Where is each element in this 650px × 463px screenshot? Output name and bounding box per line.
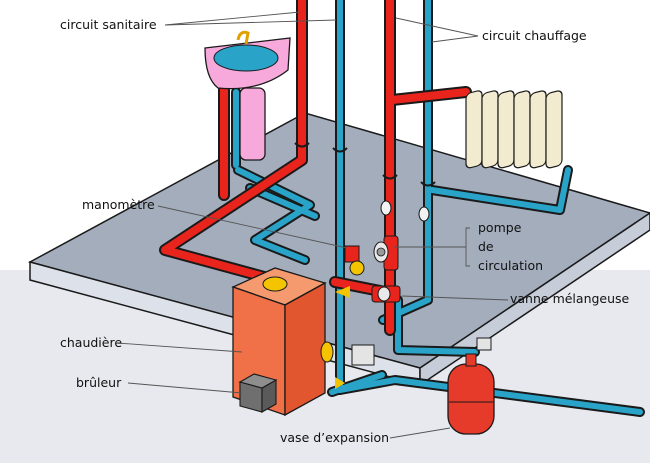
- faucet-icon: [236, 30, 250, 45]
- leader-lines: [116, 11, 509, 439]
- label-vanne-melangeuse: vanne mélangeuse: [510, 291, 630, 306]
- mixing-valve: [371, 285, 401, 303]
- sink: [204, 30, 291, 161]
- pipe-valves: [380, 200, 430, 222]
- burner: [238, 373, 278, 413]
- pipe-clips: [294, 142, 436, 187]
- boiler-flue: [262, 276, 288, 292]
- label-pompe-line2: de: [478, 239, 494, 254]
- label-circuit-sanitaire: circuit sanitaire: [60, 17, 157, 32]
- label-pompe-line3: circulation: [478, 258, 544, 273]
- boiler: [231, 267, 334, 417]
- gauge-icon: [349, 260, 365, 276]
- sink-pedestal: [239, 87, 266, 161]
- boiler-side: [284, 281, 326, 417]
- circulation-pump: [373, 235, 399, 271]
- label-bruleur: brûleur: [76, 375, 122, 390]
- sink-water: [213, 44, 279, 72]
- label-vase-expansion: vase d’expansion: [280, 430, 390, 445]
- hot-pipes: [159, 0, 472, 336]
- radiator: [465, 90, 563, 169]
- label-chaudiere: chaudière: [60, 335, 123, 350]
- fitting: [476, 337, 492, 351]
- label-manometre: manomètre: [82, 197, 155, 212]
- flow-arrow-icon: [335, 377, 345, 389]
- label-circuit-chauffage: circuit chauffage: [482, 28, 587, 43]
- flow-arrow-icon: [335, 286, 350, 298]
- manometer: [344, 245, 365, 276]
- fitting: [351, 344, 375, 366]
- expansion-tank: [447, 353, 495, 435]
- label-pompe-line1: pompe: [478, 220, 522, 235]
